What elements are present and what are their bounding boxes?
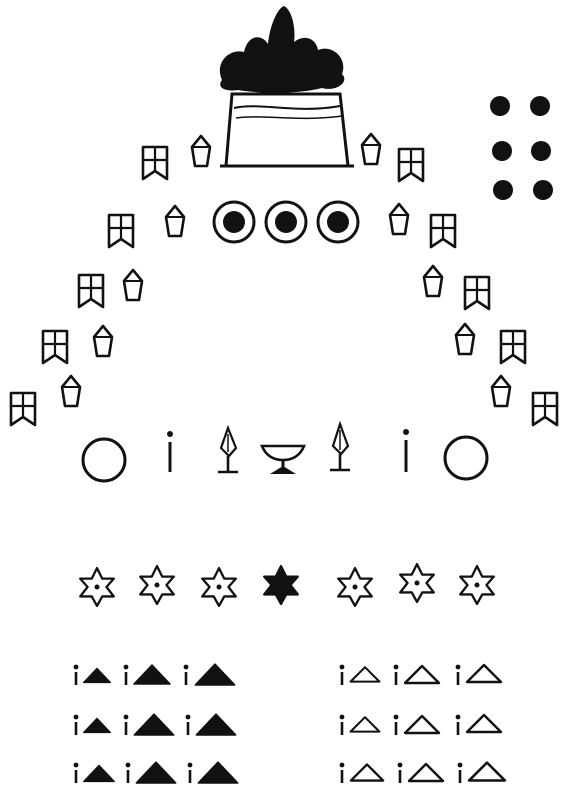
banner-flag-icon (465, 277, 489, 309)
six-point-star-icon (140, 566, 174, 604)
filled-triangle-icon (136, 762, 175, 783)
pentagon-lantern-icon (94, 326, 112, 356)
six-point-star-icon (80, 568, 114, 606)
banner-flag-icon (399, 149, 423, 181)
ritual-objects-row (83, 424, 487, 481)
six-point-star-icon (338, 568, 372, 606)
outline-triangle-icon (409, 764, 443, 781)
i-marker-icon (398, 763, 403, 783)
i-marker-icon (124, 715, 129, 735)
i-marker-icon (124, 665, 129, 685)
i-marker-icon (126, 763, 131, 783)
i-marker-icon (74, 715, 79, 735)
altar-with-flame-icon (220, 6, 354, 166)
ring-with-center-dot-icon (318, 202, 358, 242)
dots-cluster (490, 96, 553, 200)
filled-dot-icon (493, 180, 513, 200)
staff-icon (403, 429, 409, 472)
i-marker-icon (188, 763, 193, 783)
filled-triangle-icon (195, 664, 234, 685)
pentagon-lantern-icon (390, 204, 408, 234)
pentagon-lantern-icon (124, 270, 142, 300)
banner-flag-icon (501, 331, 525, 363)
filled-triangle-icon (84, 718, 111, 732)
outline-triangle-icon (469, 763, 505, 781)
outline-triangle-icon (405, 716, 439, 733)
six-point-star-icon (460, 566, 494, 604)
outline-triangle-icon (467, 715, 501, 732)
six-point-star-icon (400, 564, 434, 602)
i-marker-icon (74, 763, 79, 783)
banner-flag-icon (109, 215, 133, 247)
pentagon-lantern-icon (62, 376, 80, 406)
outline-triangle-icon (467, 665, 501, 682)
i-marker-icon (394, 665, 399, 685)
banner-flag-icon (79, 275, 103, 307)
filled-triangle-icon (84, 668, 111, 682)
six-point-star-filled-icon (264, 566, 298, 604)
left-arc (11, 136, 210, 425)
right-arc (362, 134, 557, 425)
outline-triangle-icon (405, 666, 439, 683)
outline-triangle-icon (351, 764, 383, 780)
filled-dot-icon (531, 141, 551, 161)
stars-row (80, 564, 494, 606)
circle-icon (445, 437, 487, 479)
filled-triangle-icon (196, 714, 235, 735)
circle-icon (83, 439, 125, 481)
staff-icon (167, 431, 173, 472)
filled-triangle-row (74, 714, 236, 735)
banner-flag-icon (431, 215, 455, 247)
filled-triangle-icon (134, 665, 170, 684)
filled-dot-icon (533, 180, 553, 200)
banner-flag-icon (11, 393, 35, 425)
i-marker-icon (186, 715, 191, 735)
i-marker-icon (458, 763, 463, 783)
pentagon-lantern-icon (492, 376, 510, 406)
filled-triangle-icon (134, 714, 173, 735)
ring-with-center-dot-icon (214, 202, 254, 242)
filled-triangle-row (74, 762, 238, 783)
ring-with-center-dot-icon (266, 202, 306, 242)
torch-icon (330, 424, 350, 470)
pentagon-lantern-icon (166, 206, 184, 236)
pentagon-lantern-icon (424, 266, 442, 296)
banner-flag-icon (143, 147, 167, 179)
outline-triangle-row (340, 763, 505, 783)
i-marker-icon (340, 665, 345, 685)
banner-flag-icon (43, 331, 67, 363)
i-marker-icon (456, 715, 461, 735)
outline-triangle-icon (351, 717, 380, 731)
i-marker-icon (184, 665, 189, 685)
filled-dot-icon (492, 141, 512, 161)
filled-dot-icon (490, 96, 510, 116)
filled-dot-icon (530, 96, 550, 116)
pentagon-lantern-icon (456, 324, 474, 354)
outline-triangle-block (340, 665, 505, 783)
i-marker-icon (394, 715, 399, 735)
banner-flag-icon (533, 393, 557, 425)
i-marker-icon (340, 715, 345, 735)
i-marker-icon (340, 763, 345, 783)
pentagon-lantern-icon (192, 136, 210, 166)
filled-triangle-row (74, 664, 235, 685)
filled-triangle-icon (198, 762, 237, 783)
outline-triangle-icon (351, 667, 380, 681)
i-marker-icon (74, 665, 79, 685)
rings-row (214, 202, 358, 242)
filled-triangle-icon (84, 765, 115, 781)
pentagon-lantern-icon (362, 134, 380, 164)
outline-triangle-row (340, 665, 501, 685)
torch-icon (218, 428, 238, 472)
chalice-icon (262, 446, 304, 474)
outline-triangle-row (340, 715, 501, 735)
six-point-star-icon (202, 568, 236, 606)
filled-triangle-block (74, 664, 238, 783)
i-marker-icon (456, 665, 461, 685)
